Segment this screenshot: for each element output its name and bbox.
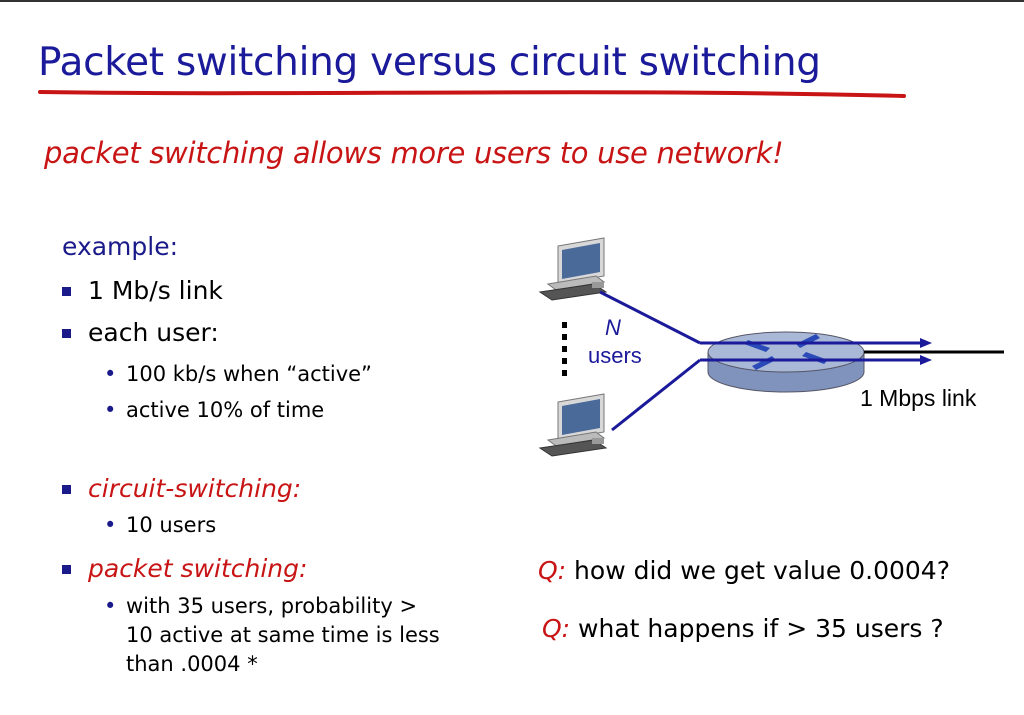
bullet-dot: • — [104, 362, 117, 386]
question-2: Q: what happens if > 35 users ? — [542, 614, 944, 643]
packet-line-1: with 35 users, probability > — [126, 594, 418, 618]
n-label: N — [605, 315, 621, 340]
sub-bullet-circuit-users: • 10 users — [104, 513, 217, 537]
question-2-label: Q: — [542, 614, 571, 643]
packet-line-2: 10 active at same time is less — [126, 623, 440, 647]
subtitle: packet switching allows more users to us… — [44, 136, 784, 170]
ellipsis-dots — [562, 322, 567, 376]
bullet-each-user: each user: — [62, 318, 219, 347]
computer-icon — [538, 237, 608, 301]
bullet-link: 1 Mb/s link — [62, 276, 223, 305]
sub-bullet-rate: • 100 kb/s when “active” — [104, 362, 372, 386]
bullet-dot: • — [104, 398, 117, 422]
question-1-label: Q: — [538, 556, 567, 585]
packet-label: packet switching: — [88, 554, 308, 583]
bullet-dot: • — [104, 594, 117, 618]
link-label: 1 Mbps link — [860, 385, 977, 411]
arrow-head-2 — [920, 355, 932, 365]
bullet-dot: • — [104, 513, 117, 537]
bullet-square — [62, 287, 71, 296]
bullet-square — [62, 329, 71, 338]
user-link-bottom — [611, 358, 701, 432]
title-underline — [38, 90, 906, 98]
packet-line-3: than .0004 * — [126, 652, 258, 676]
circuit-label: circuit-switching: — [88, 474, 302, 503]
page-title: Packet switching versus circuit switchin… — [38, 40, 821, 85]
question-1: Q: how did we get value 0.0004? — [538, 556, 950, 585]
bullet-link-text: 1 Mb/s link — [88, 276, 223, 305]
top-rule — [0, 0, 1024, 2]
bullet-packet: packet switching: — [62, 554, 308, 583]
bullet-circuit: circuit-switching: — [62, 474, 302, 503]
user-link-top — [599, 290, 701, 345]
circuit-users-text: 10 users — [126, 513, 217, 537]
users-label: users — [588, 343, 642, 368]
bullet-each-user-text: each user: — [88, 318, 219, 347]
bullet-square — [62, 485, 71, 494]
computer-icon — [538, 393, 608, 457]
question-1-text: how did we get value 0.0004? — [566, 556, 950, 585]
sub-bullet-active: • active 10% of time — [104, 398, 325, 422]
router-icon — [707, 331, 865, 393]
arrow-head-1 — [920, 338, 932, 348]
bullet-square — [62, 565, 71, 574]
example-label: example: — [62, 232, 179, 261]
sub-bullet-rate-text: 100 kb/s when “active” — [126, 362, 372, 386]
sub-bullet-active-text: active 10% of time — [126, 398, 325, 422]
question-2-text: what happens if > 35 users ? — [570, 614, 944, 643]
sub-bullet-packet: • with 35 users, probability > 10 active… — [104, 592, 496, 679]
